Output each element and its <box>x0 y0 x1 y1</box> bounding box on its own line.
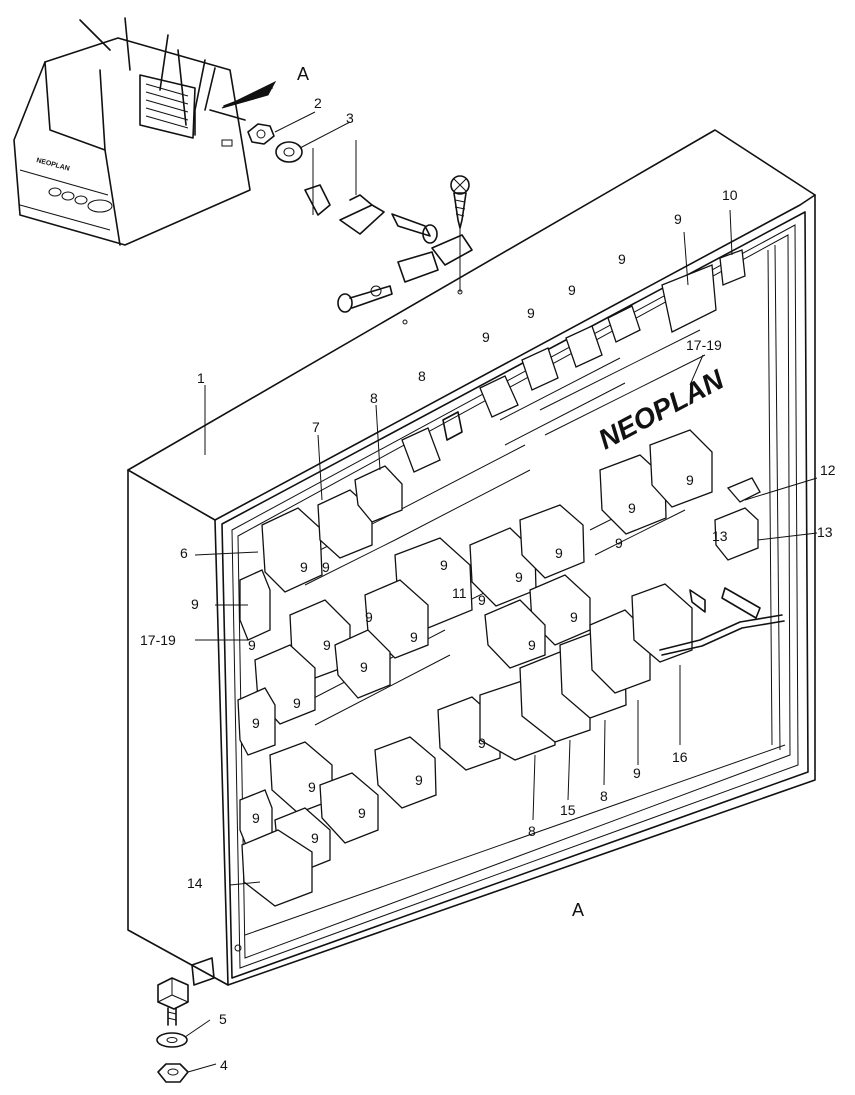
nut-icon <box>247 123 275 145</box>
washer-icon <box>275 141 303 163</box>
callout-8: 8 <box>370 390 378 406</box>
callout-1: 1 <box>197 370 205 386</box>
callout-11: 10 <box>722 187 738 203</box>
relay-label: 9 <box>293 695 301 711</box>
relay-labels: 9 9 9 9 9 9 9 9 9 9 9 9 9 9 9 9 9 9 9 9 … <box>248 472 694 846</box>
relay-label: 9 <box>528 637 536 653</box>
relay-label: 9 <box>410 629 418 645</box>
callout-17-19: 17-19 <box>686 337 722 353</box>
callout-5: 5 <box>219 1011 227 1027</box>
mounting-hardware-bottom <box>156 957 215 1083</box>
relay-label: 9 <box>615 535 623 551</box>
relay-label: 9 <box>311 830 319 846</box>
relay-label: 9 <box>686 472 694 488</box>
callout-3: 3 <box>346 110 354 126</box>
bus-logo: NEOPLAN <box>35 157 70 173</box>
bolt-icon <box>391 213 438 244</box>
bus-front-view: NEOPLAN <box>13 17 251 246</box>
callout-9: 9 <box>191 596 199 612</box>
washer-icon <box>156 1032 188 1048</box>
relay-label: 9 <box>252 715 260 731</box>
relay-label: 9 <box>252 810 260 826</box>
relay-label: 9 <box>248 637 256 653</box>
view-arrow: A <box>221 64 309 109</box>
callout-13: 12 <box>820 462 836 478</box>
callout-9: 8 <box>418 368 426 384</box>
bus-headlights-icon <box>48 187 113 213</box>
callout-14: 13 <box>712 528 728 544</box>
relay-label: 9 <box>323 637 331 653</box>
relay-label: 9 <box>415 772 423 788</box>
callout-8: 8 <box>528 823 536 839</box>
mounting-bracket-icon <box>157 977 189 1010</box>
relays <box>237 429 761 907</box>
callout-9: 9 <box>527 305 535 321</box>
callout-15: 14 <box>187 875 203 891</box>
callout-12: 11 <box>452 585 467 601</box>
view-arrow-label: A <box>297 64 309 84</box>
relay-label: 9 <box>478 592 486 608</box>
screw-icon <box>337 285 393 313</box>
callout-15: 15 <box>560 802 576 818</box>
relay-label: 9 <box>555 545 563 561</box>
relay-label: 9 <box>570 609 578 625</box>
relay-label: 9 <box>478 735 486 751</box>
relay-label: 9 <box>440 557 448 573</box>
leader-lines <box>184 111 818 1073</box>
view-title: A <box>572 900 584 920</box>
panel-marker <box>442 411 463 441</box>
top-relays <box>401 249 746 473</box>
callout-9: 9 <box>568 282 576 298</box>
mounting-hardware-top <box>247 123 473 325</box>
callouts: 2 3 1 7 8 8 9 9 9 9 9 10 17-19 6 9 17-19… <box>140 95 836 1073</box>
cable-harness <box>659 587 785 656</box>
callout-17-19: 17-19 <box>140 632 176 648</box>
callout-6: 6 <box>180 545 188 561</box>
callout-9: 9 <box>633 765 641 781</box>
nut-icon <box>157 1063 189 1083</box>
callout-9: 9 <box>482 329 490 345</box>
callout-16: 16 <box>672 749 688 765</box>
callout-10: 9 <box>674 211 682 227</box>
relay-label: 9 <box>300 559 308 575</box>
relay-label: 9 <box>322 559 330 575</box>
relay-label: 9 <box>365 609 373 625</box>
self-tapping-screw-icon <box>450 175 470 229</box>
callout-13: 13 <box>817 524 833 540</box>
relay-label: 9 <box>628 500 636 516</box>
callout-2: 2 <box>314 95 322 111</box>
callout-4: 4 <box>220 1057 228 1073</box>
relay-label: 9 <box>308 779 316 795</box>
callout-9: 9 <box>618 251 626 267</box>
relay-label: 9 <box>515 569 523 585</box>
bus-grille-icon <box>139 74 196 139</box>
relay-label: 9 <box>360 659 368 675</box>
callout-7: 7 <box>312 419 320 435</box>
relay-label: 9 <box>358 805 366 821</box>
callout-8: 8 <box>600 788 608 804</box>
